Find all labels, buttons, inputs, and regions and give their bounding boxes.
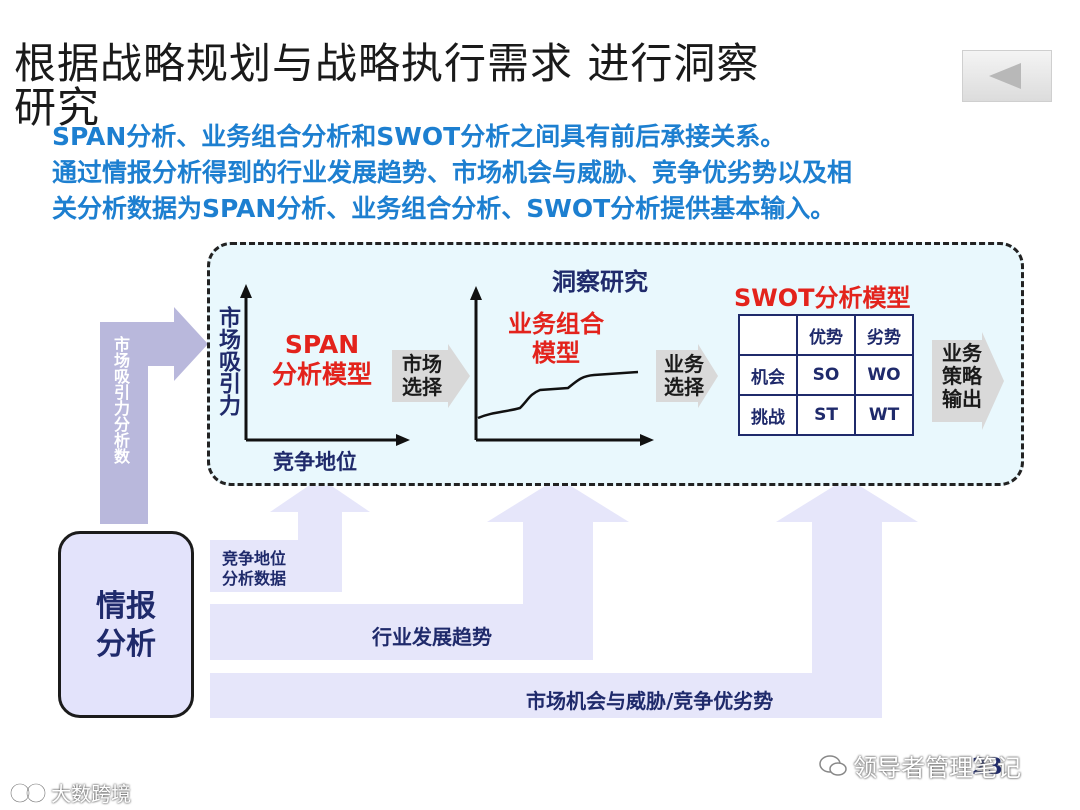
wechat-icon [819,754,847,776]
span-model-label: SPAN 分析模型 [271,330,372,389]
slide-title-line2: 研究 [14,83,101,132]
market-attraction-data-label: 市场吸引力分析数 [111,336,130,464]
swot-weakness-header: 劣势 [854,314,914,356]
slide-title-line1: 根据战略规划与战略执行需求 进行洞察 [14,39,760,88]
brand-logo-icon [10,783,46,802]
slide-title: 根据战略规划与战略执行需求 进行洞察 研究 [14,42,914,130]
portfolio-model-label: 业务组合 模型 [508,310,604,367]
back-button[interactable] [962,50,1052,102]
swot-strength-header: 优势 [796,314,856,356]
swot-wt-cell: WT [854,394,914,436]
intro-line-3: 关分析数据为SPAN分析、业务组合分析、SWOT分析提供基本输入。 [52,194,836,223]
business-choice-label: 业务 选择 [664,352,704,399]
market-choice-arrow [392,344,470,408]
market-attraction-input-arrow [100,307,208,524]
industry-trend-label: 行业发展趋势 [372,625,492,649]
swot-corner-cell [738,314,798,356]
strategy-output-label: 业务 策略 输出 [942,341,982,411]
page-number: 23 [972,754,1003,780]
span-y-axis-label: 市场吸引力 [215,306,240,416]
swot-so-cell: SO [796,354,856,396]
back-arrow-icon [989,63,1021,89]
watermark-left-text: 大数跨境 [51,782,132,806]
competitive-position-input-arrow [210,478,370,592]
swot-matrix: 优势 劣势 机会 SO WO 挑战 ST WT [738,314,914,436]
watermark-right: 领导者管理笔记 [818,748,1021,783]
swot-model-title: SWOT分析模型 [734,284,911,312]
competitive-position-data-label: 竞争地位 分析数据 [222,549,287,588]
strategy-output-arrow [932,332,1004,430]
insight-research-title: 洞察研究 [552,268,648,296]
watermark-right-text: 领导者管理笔记 [853,754,1022,782]
market-opportunity-label: 市场机会与威胁/竞争优劣势 [526,689,774,713]
intelligence-analysis-label: 情报 分析 [96,589,156,662]
swot-opportunity-header: 机会 [738,354,798,396]
span-x-axis-label: 竞争地位 [273,450,357,474]
watermark-left: 大数跨境 [10,778,131,807]
swot-wo-cell: WO [854,354,914,396]
market-opportunity-input-arrow [210,478,918,718]
intelligence-analysis-box: 情报 分析 [58,531,194,718]
intro-line-1: SPAN分析、业务组合分析和SWOT分析之间具有前后承接关系。 [52,122,786,151]
market-choice-label: 市场 选择 [402,352,442,399]
swot-st-cell: ST [796,394,856,436]
intro-line-2: 通过情报分析得到的行业发展趋势、市场机会与威胁、竞争优劣势以及相 [52,158,853,187]
business-choice-arrow [656,344,718,408]
swot-threat-header: 挑战 [738,394,798,436]
industry-trend-input-arrow [210,478,629,660]
